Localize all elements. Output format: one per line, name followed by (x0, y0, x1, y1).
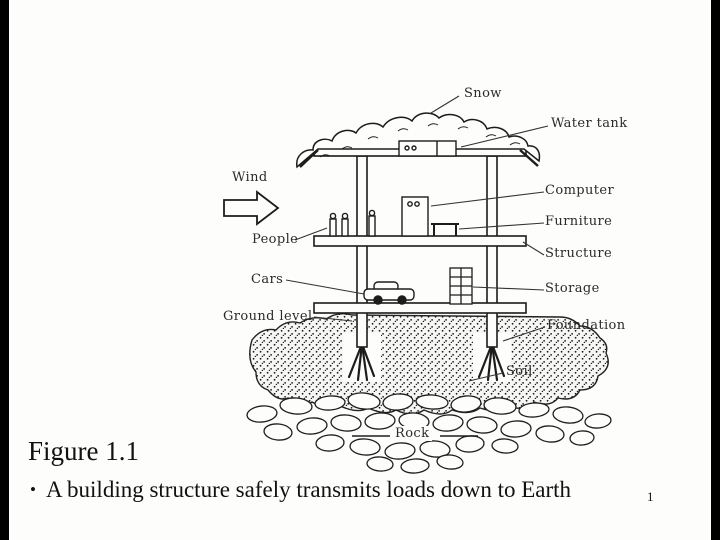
leader-furniture (458, 222, 545, 230)
label-water-tank: Water tank (551, 116, 628, 131)
people-drawing (329, 209, 376, 237)
left-column (356, 155, 368, 348)
left-edge-bar (0, 0, 9, 540)
leader-soil (468, 372, 504, 382)
leader-snow (430, 95, 460, 114)
label-storage: Storage (545, 281, 600, 296)
leader-cars (285, 279, 365, 295)
label-snow: Snow (464, 86, 502, 101)
rock-drawing (246, 392, 612, 474)
right-edge-bar (711, 0, 720, 540)
leader-foundation (502, 326, 546, 342)
label-furniture: Furniture (545, 214, 613, 229)
label-computer: Computer (545, 183, 615, 198)
right-column (486, 155, 498, 348)
label-ground-level: Ground level (223, 309, 313, 324)
middle-floor-slab (313, 235, 527, 247)
snow-drawing (296, 112, 541, 169)
computer-drawing (401, 196, 429, 237)
label-wind: Wind (232, 170, 268, 185)
water-tank-drawing (398, 140, 457, 157)
storage-drawing (449, 267, 473, 305)
left-eave (299, 149, 319, 168)
wind-arrow-icon (223, 190, 280, 226)
bullet-text: A building structure safely transmits lo… (45, 477, 572, 502)
label-soil: Soil (506, 364, 533, 379)
leader-water-tank (460, 125, 549, 148)
figure-caption: Figure 1.1 (28, 436, 139, 466)
leader-lines (285, 95, 549, 382)
leader-people (294, 227, 328, 241)
bullet-line: • A building structure safely transmits l… (30, 477, 571, 503)
leader-storage (472, 286, 545, 291)
label-cars: Cars (251, 272, 284, 287)
leader-ground-level (313, 316, 353, 322)
furniture-drawing (431, 223, 459, 236)
label-structure: Structure (545, 246, 613, 261)
right-eave (519, 149, 539, 167)
bullet-marker: • (30, 480, 36, 499)
car-drawing (363, 281, 415, 305)
leader-structure (522, 241, 545, 256)
page-number: 1 (647, 489, 654, 504)
label-people: People (252, 232, 299, 247)
label-rock: Rock (392, 426, 433, 441)
ground-floor-slab (313, 302, 527, 314)
label-foundation: Foundation (547, 318, 626, 333)
leader-computer (430, 191, 545, 207)
